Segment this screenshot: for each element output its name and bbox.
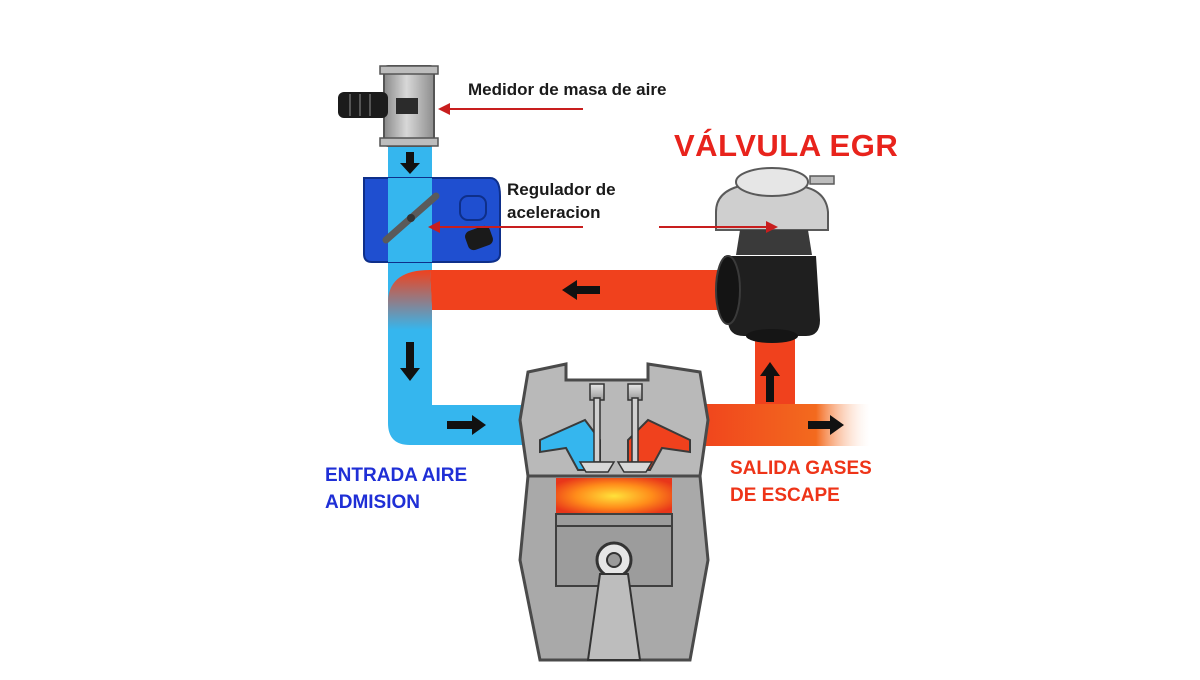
label-exhaust-line1: SALIDA GASES [730, 458, 872, 479]
label-throttle-line1: Regulador de [507, 180, 616, 199]
engine-block [518, 474, 710, 662]
label-mass-air-meter: Medidor de masa de aire [468, 80, 667, 99]
pointer-arrow-egr-valve [659, 221, 778, 233]
egr-valve [715, 167, 835, 343]
label-intake-line2: ADMISION [325, 492, 420, 513]
pointer-arrow-throttle [428, 221, 583, 233]
throttle-body [363, 177, 501, 263]
flow-arrow-right-intake [447, 415, 486, 435]
combustion-chamber [556, 478, 672, 514]
label-exhaust-line2: DE ESCAPE [730, 485, 840, 506]
flow-arrow-up-exhaust [760, 362, 780, 402]
callout-arrows [428, 103, 778, 233]
connecting-rod [586, 573, 642, 661]
label-intake-line1: ENTRADA AIRE [325, 465, 468, 486]
flow-arrow-down-lower [400, 342, 420, 381]
flow-arrow-right-exhaust [808, 415, 844, 435]
flow-arrow-down-upper [400, 152, 420, 174]
label-throttle-line2: aceleracion [507, 203, 601, 222]
flow-arrows [400, 152, 844, 435]
mass-air-flow-meter [338, 65, 439, 147]
pointer-arrow-mass-air-meter [438, 103, 583, 115]
flow-arrow-left-egr [562, 280, 600, 300]
label-egr-title: VÁLVULA EGR [674, 128, 899, 163]
engine-cylinder-head [518, 362, 710, 478]
egr-return-pipe [388, 270, 740, 330]
